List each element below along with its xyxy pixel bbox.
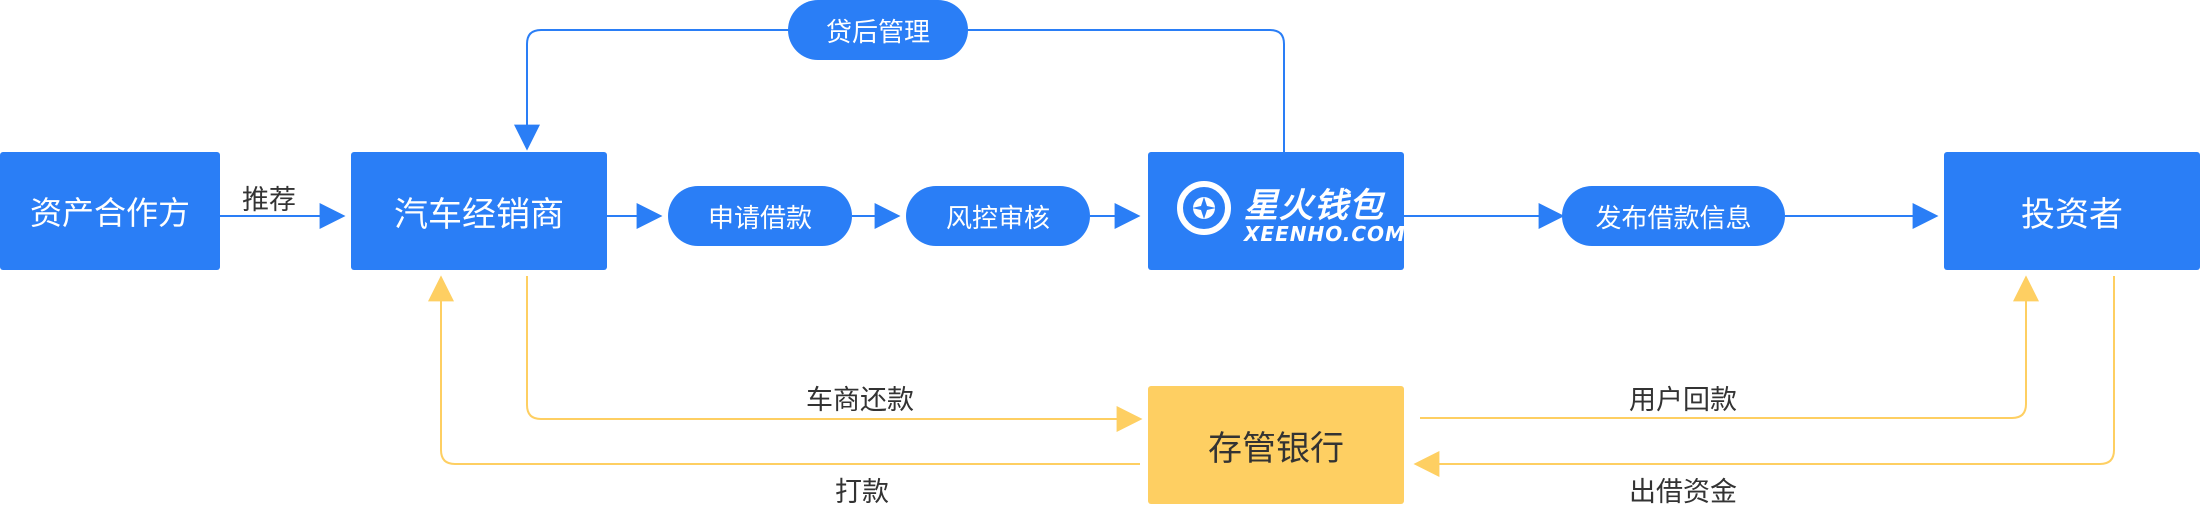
label-recommend: 推荐 <box>242 185 296 216</box>
node-risk-review-label: 风控审核 <box>945 203 1050 234</box>
node-asset-partner-label: 资产合作方 <box>29 194 190 232</box>
node-investor: 投资者 <box>1944 152 2200 270</box>
platform-logo-icon <box>1177 181 1231 235</box>
node-publish-info: 发布借款信息 <box>1562 186 1785 246</box>
edge-dealer-repay <box>526 276 1143 432</box>
platform-logo-text-cn: 星火钱包 <box>1244 186 1384 226</box>
node-risk-review: 风控审核 <box>906 186 1090 246</box>
edge-lend-funds <box>1413 276 2115 477</box>
node-post-loan-label: 贷后管理 <box>825 17 930 48</box>
node-custody-bank: 存管银行 <box>1148 386 1404 504</box>
node-asset-partner: 资产合作方 <box>0 152 220 270</box>
label-user-repay: 用户回款 <box>1629 385 1737 416</box>
edge-user-repay <box>1420 275 2039 419</box>
platform-logo: 星火钱包 XEENHO.COM <box>1148 152 1406 270</box>
node-custody-bank-label: 存管银行 <box>1208 428 1344 469</box>
node-investor-label: 投资者 <box>2021 194 2123 235</box>
label-disburse: 打款 <box>835 477 889 508</box>
node-car-dealer-label: 汽车经销商 <box>394 194 564 235</box>
label-lend-funds: 出借资金 <box>1629 477 1737 508</box>
platform-logo-text-en: XEENHO.COM <box>1244 222 1406 246</box>
node-apply-loan-label: 申请借款 <box>707 203 812 234</box>
node-post-loan: 贷后管理 <box>788 0 968 60</box>
node-publish-info-label: 发布借款信息 <box>1595 203 1752 234</box>
node-apply-loan: 申请借款 <box>668 186 852 246</box>
label-dealer-repay: 车商还款 <box>806 385 914 416</box>
edge-disburse <box>428 275 1140 465</box>
node-car-dealer: 汽车经销商 <box>351 152 607 270</box>
